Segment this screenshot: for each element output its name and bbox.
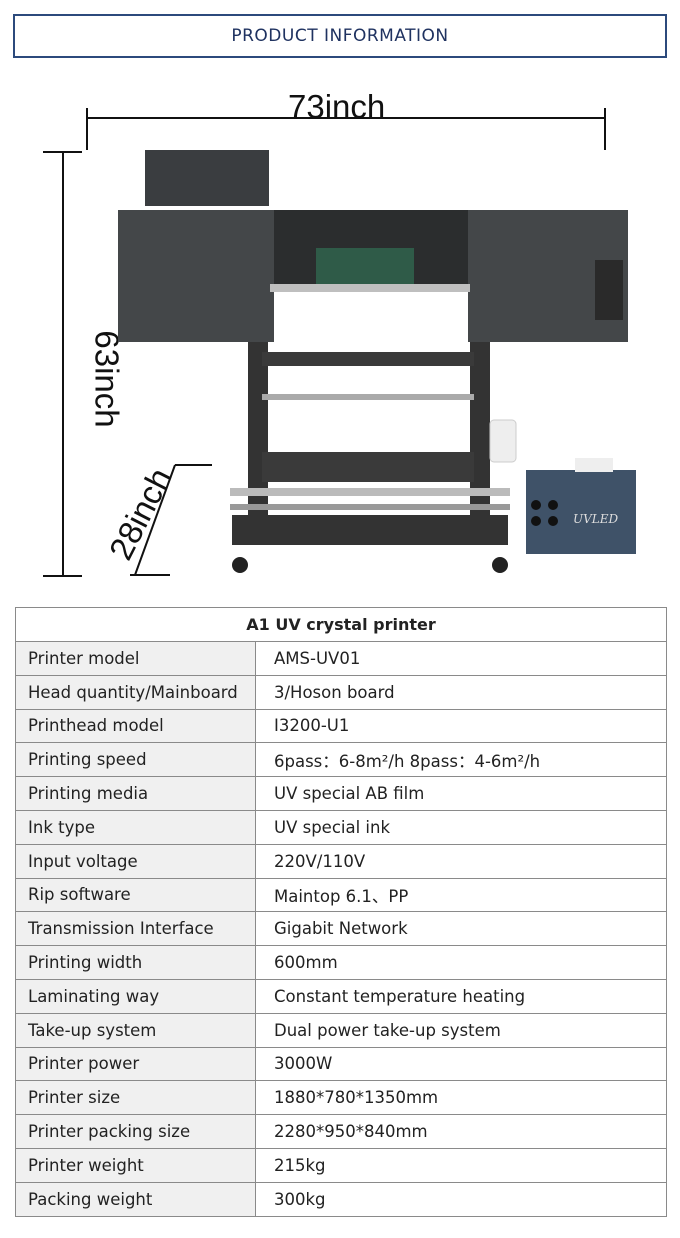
spec-value: UV special ink [255, 809, 667, 845]
spec-value: 1880*780*1350mm [255, 1080, 667, 1116]
spec-label: Packing weight [15, 1181, 256, 1217]
spec-label: Printer weight [15, 1147, 256, 1183]
spec-value: 600mm [255, 945, 667, 980]
spec-value: AMS-UV01 [255, 641, 667, 676]
spec-value: 300kg [255, 1181, 667, 1217]
spec-value: I3200-U1 [255, 708, 667, 744]
spec-label: Head quantity/Mainboard [15, 674, 256, 710]
spec-label: Printer model [15, 641, 256, 676]
dimension-lines [43, 108, 606, 577]
spec-value: Maintop 6.1、PP [255, 877, 667, 913]
spec-label: Printer power [15, 1046, 256, 1082]
section-title: PRODUCT INFORMATION [231, 26, 449, 46]
spec-label: Laminating way [15, 978, 256, 1014]
spec-value: 6pass：6-8m²/h 8pass：4-6m²/h [255, 742, 667, 778]
printer-body: UVLED [118, 150, 636, 573]
spec-value: Gigabit Network [255, 911, 667, 947]
section-header: PRODUCT INFORMATION [13, 14, 667, 58]
spec-label: Printing media [15, 776, 256, 811]
spec-label: Ink type [15, 809, 256, 845]
spec-label: Printing speed [15, 742, 256, 778]
spec-label: Take-up system [15, 1012, 256, 1048]
spec-value: Dual power take-up system [255, 1012, 667, 1048]
spec-label: Transmission Interface [15, 911, 256, 947]
spec-value: UV special AB film [255, 776, 667, 811]
spec-label: Printhead model [15, 708, 256, 744]
uvled-label: UVLED [573, 512, 619, 526]
spec-value: 3/Hoson board [255, 674, 667, 710]
spec-label: Printer packing size [15, 1114, 256, 1149]
spec-value: 220V/110V [255, 843, 667, 879]
spec-label: Printing width [15, 945, 256, 980]
spec-value: 3000W [255, 1046, 667, 1082]
spec-label: Input voltage [15, 843, 256, 879]
printer-illustration: UVLED [43, 108, 636, 577]
spec-value: 2280*950*840mm [255, 1114, 667, 1149]
spec-table-title: A1 UV crystal printer [15, 607, 667, 642]
spec-value: Constant temperature heating [255, 978, 667, 1014]
spec-label: Printer size [15, 1080, 256, 1116]
spec-value: 215kg [255, 1147, 667, 1183]
spec-label: Rip software [15, 877, 256, 913]
